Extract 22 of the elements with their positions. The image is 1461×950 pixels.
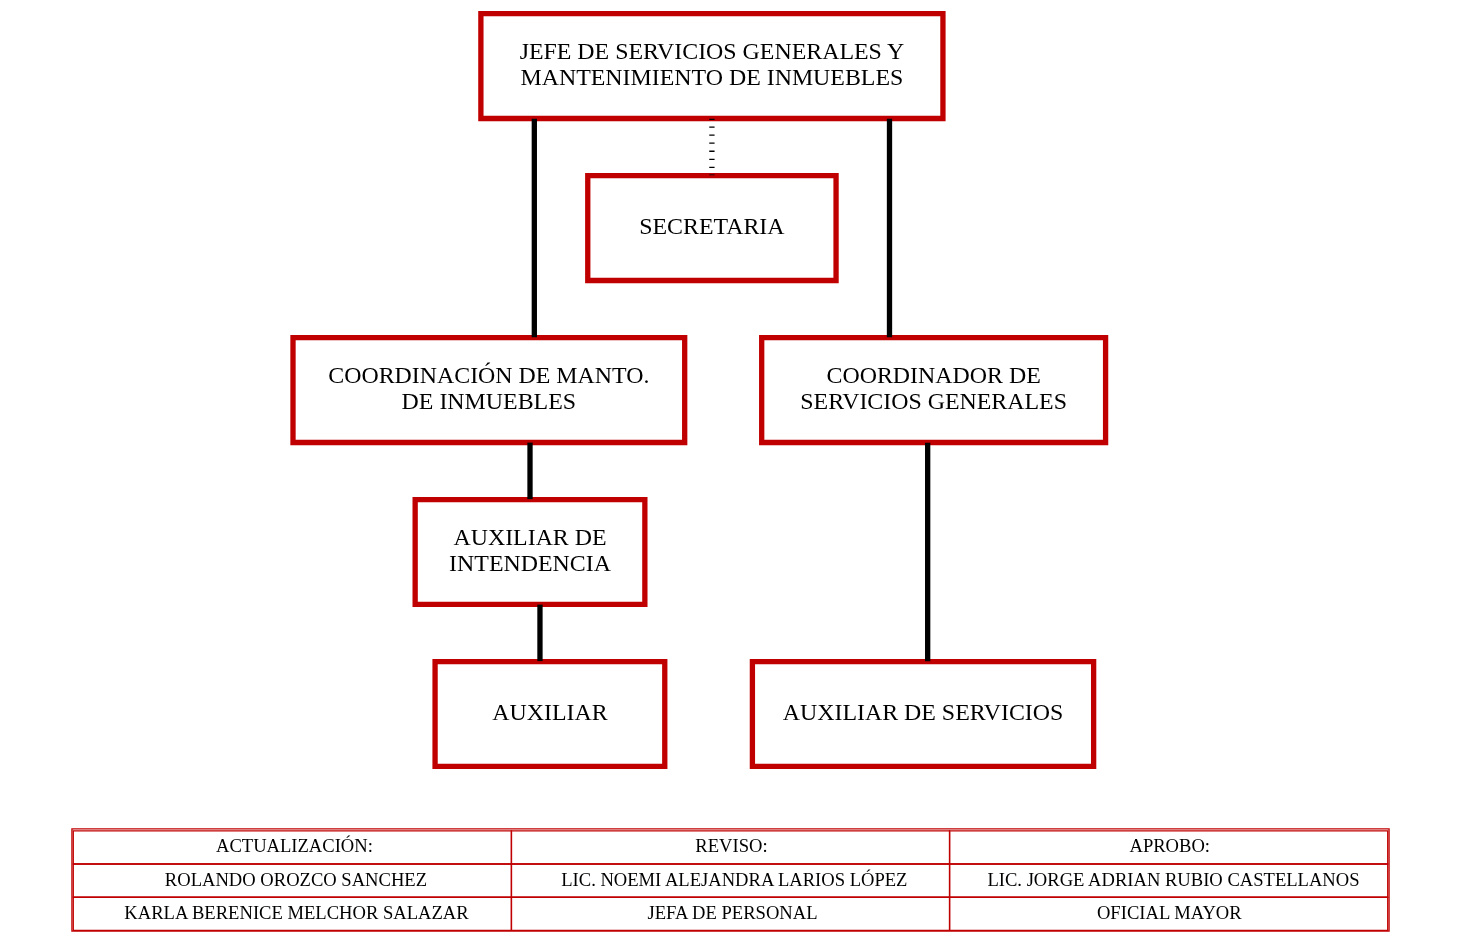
label: LIC. NOEMI ALEJANDRA LARIOS LÓPEZ [561,868,908,890]
node-box: COORDINACIÓN DE MANTO. DE INMUEBLES [290,334,688,446]
node-box: JEFE DE SERVICIOS GENERALES Y MANTENIMIENTO DE INMUEBLES [478,10,946,122]
connector [709,118,715,176]
label: LIC. JORGE ADRIAN RUBIO CASTELLANOS [987,868,1360,890]
connector [537,604,543,662]
node-box: COORDINADOR DE SERVICIOS GENERALES [759,334,1109,446]
label: APROBO: [1129,835,1211,857]
node-box: AUXILIAR DE SERVICIOS [749,658,1097,770]
label: REVISO: [695,835,768,857]
node-box: AUXILIAR DE INTENDENCIA [412,496,648,608]
node-box: AUXILIAR [432,658,668,770]
label: ACTUALIZACIÓN: [215,835,373,857]
label: OFICIAL MAYOR [1096,901,1242,923]
label: JEFA DE PERSONAL [647,901,818,923]
connector [886,118,893,338]
node-box: SECRETARIA [585,172,839,284]
label: KARLA BERENICE MELCHOR SALAZAR [124,901,469,923]
connector [925,442,931,662]
connector [531,118,537,338]
connector [527,442,533,500]
label: ROLANDO OROZCO SANCHEZ [164,868,428,890]
